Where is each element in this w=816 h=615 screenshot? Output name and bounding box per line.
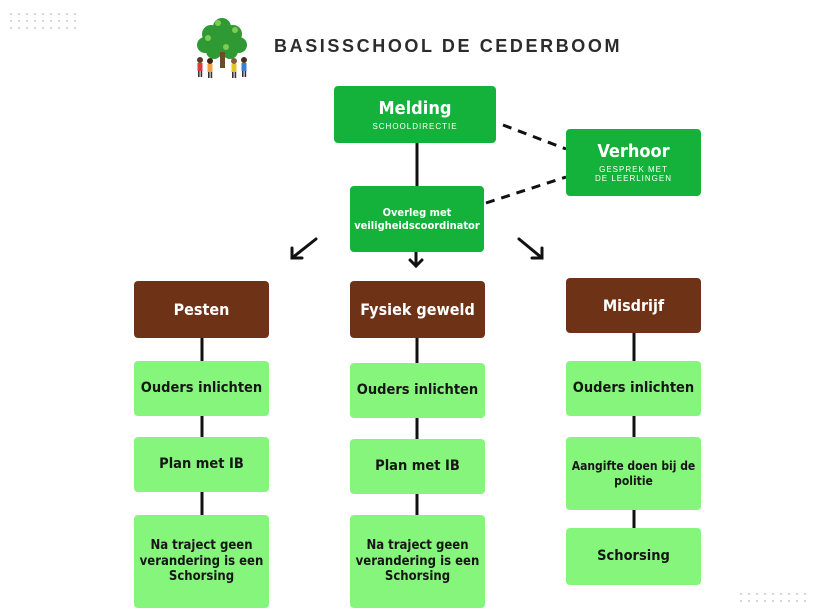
category-label: Fysiek geweld [360, 299, 475, 319]
final-line2: verandering is een [355, 553, 480, 569]
category-label: Pesten [173, 299, 230, 319]
overleg-line1: Overleg met [382, 205, 452, 219]
melding-title: Melding [378, 97, 452, 119]
step-schorsing-traject: Na traject geen verandering is een Schor… [134, 515, 269, 608]
arrow-down-left-icon [290, 237, 318, 260]
step-schorsing: Schorsing [566, 528, 701, 585]
step-ouders-inlichten: Ouders inlichten [350, 363, 485, 418]
step-label: Plan met IB [375, 457, 460, 474]
step-ouders-inlichten: Ouders inlichten [566, 361, 701, 416]
step-plan-met-ib: Plan met IB [134, 437, 269, 492]
melding-box: Melding SCHOOLDIRECTIE [334, 86, 496, 143]
arrow-down-icon [408, 250, 424, 269]
melding-subtitle: SCHOOLDIRECTIE [372, 121, 458, 131]
tree-with-children-icon [197, 18, 247, 78]
final-line1: Na traject geen [150, 538, 253, 554]
step-aangifte-politie: Aangifte doen bij de politie [566, 437, 701, 510]
category-pesten: Pesten [134, 281, 269, 338]
step-label: Schorsing [597, 547, 670, 564]
step-plan-met-ib: Plan met IB [350, 439, 485, 494]
decorative-dots-top-left [10, 13, 78, 29]
category-label: Misdrijf [602, 295, 665, 315]
aangifte-line2: politie [614, 473, 653, 488]
step-ouders-inlichten: Ouders inlichten [134, 361, 269, 416]
step-label: Ouders inlichten [572, 379, 695, 396]
category-fysiek-geweld: Fysiek geweld [350, 281, 485, 338]
final-line3: Schorsing [168, 569, 235, 585]
verhoor-subtitle-line2: DE LEERLINGEN [594, 174, 673, 184]
overleg-line2: veiligheidscoordinator [354, 219, 480, 232]
step-schorsing-traject: Na traject geen verandering is een Schor… [350, 515, 485, 608]
verhoor-title: Verhoor [597, 141, 670, 163]
school-title: BASISSCHOOL DE CEDERBOOM [274, 36, 623, 56]
verhoor-box: Verhoor GESPREK MET DE LEERLINGEN [566, 129, 701, 196]
step-label: Plan met IB [159, 455, 244, 472]
step-label: Ouders inlichten [356, 381, 479, 398]
final-line3: Schorsing [384, 569, 451, 585]
final-line2: verandering is een [139, 553, 264, 569]
step-label: Ouders inlichten [140, 379, 263, 396]
final-line1: Na traject geen [366, 538, 469, 554]
verhoor-subtitle-line1: GESPREK MET [599, 164, 668, 174]
decorative-dots-bottom-right [740, 593, 808, 602]
aangifte-line1: Aangifte doen bij de [571, 459, 696, 474]
category-misdrijf: Misdrijf [566, 278, 701, 333]
arrow-down-right-icon [517, 237, 544, 260]
overleg-box: Overleg met veiligheidscoordinator [350, 186, 484, 252]
